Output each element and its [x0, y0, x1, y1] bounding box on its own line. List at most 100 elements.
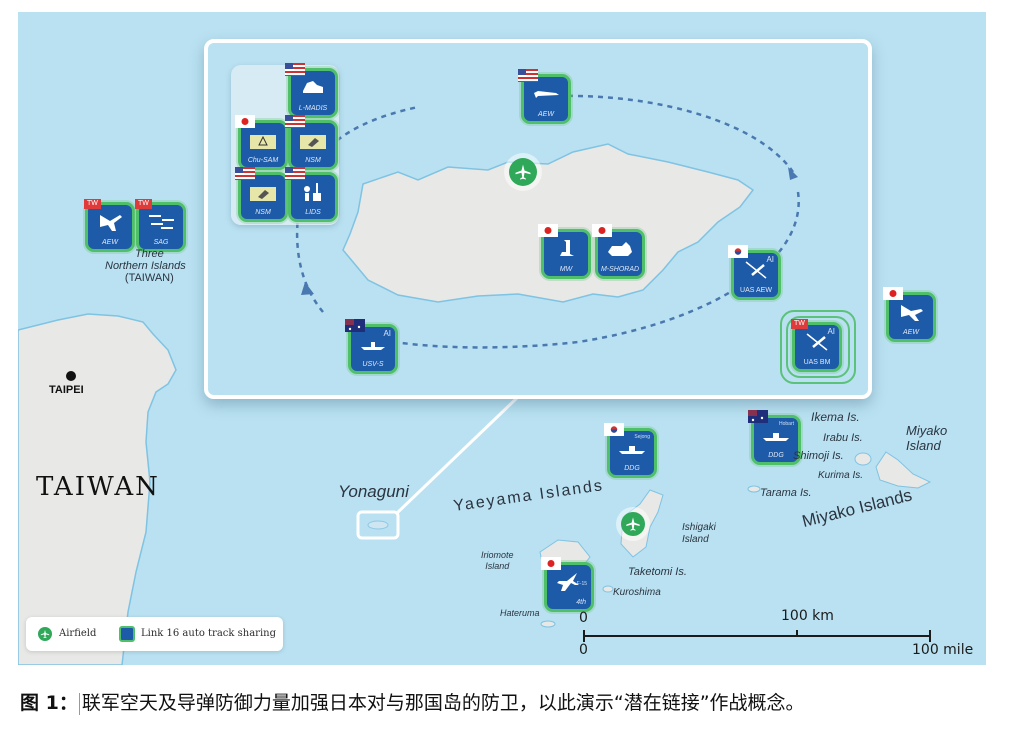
- taiwan-tag: TW: [135, 199, 152, 209]
- airfield-ishigaki[interactable]: [621, 512, 645, 536]
- unit-label: NSM: [305, 157, 321, 164]
- yonaguni-label: Yonaguni: [338, 482, 409, 501]
- map-legend: Airfield Link 16 auto track sharing: [26, 617, 283, 651]
- miyako-island-label: Miyako Island: [906, 423, 947, 453]
- irabu-label: Irabu Is.: [823, 432, 863, 444]
- taiwan-tag: TW: [84, 199, 101, 209]
- unit-label: LIDS: [305, 209, 321, 216]
- counter-drone-icon: [304, 183, 321, 201]
- unit-sag-tw[interactable]: TW SAG: [135, 199, 186, 252]
- unit-label: UAS AEW: [740, 287, 772, 294]
- unit-chu-sam[interactable]: Chu-SAM: [235, 115, 288, 170]
- hateruma-label: Hateruma: [500, 608, 540, 618]
- unit-ddg-au[interactable]: Hobart DDG: [748, 410, 801, 465]
- link16-legend-icon: [119, 626, 135, 642]
- missile-launcher-icon: [250, 187, 276, 201]
- label-line: Island: [906, 438, 941, 453]
- unit-label: MW: [559, 266, 573, 273]
- route-arrow-east: [788, 167, 798, 180]
- label-line: (TAIWAN): [124, 272, 174, 284]
- taipei-marker: [66, 371, 76, 381]
- taiwan-label: TAIWAN: [36, 472, 160, 502]
- korea-flag-icon: [604, 423, 624, 436]
- yonaguni-locator-box: [356, 510, 400, 540]
- airplane-icon: [626, 517, 640, 531]
- legend-link16-label: Link 16 auto track sharing: [141, 628, 276, 639]
- unit-label: Chu-SAM: [247, 157, 279, 164]
- us-flag-icon: [285, 115, 305, 128]
- route-arrow-west: [301, 282, 314, 295]
- map-base: [18, 94, 932, 665]
- unit-uas-aew[interactable]: AI UAS AEW: [728, 245, 781, 300]
- japan-flag-icon: [538, 224, 558, 237]
- unit-aew-us[interactable]: AEW: [518, 69, 571, 124]
- unit-lids[interactable]: LIDS: [285, 167, 338, 222]
- us-flag-icon: [518, 69, 538, 82]
- us-flag-icon: [285, 63, 305, 76]
- unit-label: SAG: [153, 239, 169, 246]
- destroyer-icon: [763, 433, 789, 441]
- taiwan-tag: TW: [791, 319, 808, 329]
- iriomote-label: Iriomote Island: [481, 550, 514, 572]
- unit-uas-bm[interactable]: TW AI UAS BM: [791, 319, 842, 372]
- signal-ring-inner: [786, 316, 850, 378]
- unit-label: 4th: [576, 599, 586, 606]
- unit-usv-s[interactable]: AI USV-S: [345, 319, 398, 374]
- tarama-island: [747, 485, 761, 493]
- label-line: Island: [485, 561, 510, 571]
- scale-km-zero: 0: [579, 610, 588, 626]
- unit-aew-jp[interactable]: AEW: [883, 287, 936, 342]
- airfield-yonaguni[interactable]: [509, 158, 537, 186]
- australia-flag-icon: [748, 410, 768, 423]
- label-line: Miyako: [906, 423, 948, 438]
- microwave-weapon-icon: [560, 240, 574, 256]
- unit-aew-tw[interactable]: TW AEW: [84, 199, 135, 252]
- fighter-jet-icon: [557, 573, 579, 591]
- destroyer-icon: [619, 446, 645, 454]
- unit-label: AEW: [538, 111, 554, 118]
- taiwan-landmass: [18, 313, 177, 665]
- label-line: Ishigaki: [682, 522, 716, 533]
- kuroshima-island: [602, 585, 614, 593]
- ai-badge: AI: [766, 255, 774, 264]
- unit-label: M-SHORAD: [600, 266, 640, 273]
- legend-airfield-label: Airfield: [59, 628, 97, 639]
- scale-mile-label: 100 mile: [912, 642, 974, 658]
- three-northern-islands-label: Three Northern Islands (TAIWAN): [105, 248, 186, 284]
- unit-label: UAS BM: [803, 359, 831, 366]
- japan-flag-icon: [883, 287, 903, 300]
- shimoji-label: Shimoji Is.: [793, 450, 844, 462]
- yonaguni-island-small: [367, 520, 389, 530]
- ikema-label: Ikema Is.: [811, 410, 860, 424]
- ishigaki-label: Ishigaki Island: [682, 522, 716, 546]
- surface-action-group-icon: [149, 215, 174, 229]
- unit-nsm-1[interactable]: NSM: [285, 115, 338, 170]
- unit-nsm-2[interactable]: NSM: [235, 167, 288, 222]
- unit-l-madis[interactable]: L-MADIS: [285, 63, 338, 118]
- label-line: Island: [682, 534, 709, 545]
- ship-name: Hobart: [778, 421, 794, 427]
- aircraft-icon: [901, 305, 923, 321]
- kurima-label: Kurima Is.: [818, 470, 864, 481]
- drone-icon: [745, 261, 767, 279]
- unit-mw[interactable]: MW: [538, 224, 591, 279]
- text-cursor: [78, 692, 80, 715]
- unit-label: AEW: [903, 329, 919, 336]
- australia-flag-icon: [345, 319, 365, 332]
- armored-vehicle-icon: [608, 242, 632, 256]
- taketomi-label: Taketomi Is.: [628, 566, 687, 578]
- unit-ddg-kr[interactable]: Sejong DDG: [604, 423, 657, 478]
- unit-f15[interactable]: F-15 4th: [541, 557, 594, 612]
- caption-text: 联军空天及导弹防御力量加强日本对与那国岛的防卫，以此演示“潜在链接”作战概念。: [81, 692, 805, 714]
- unit-m-shorad[interactable]: M-SHORAD: [592, 224, 645, 279]
- unit-label: AEW: [102, 239, 118, 246]
- scale-km-label: 100 km: [781, 608, 834, 624]
- aircraft-icon: [100, 215, 122, 231]
- drone-icon: [806, 333, 828, 351]
- airfield-legend-icon: [38, 627, 52, 641]
- map-canvas: L-MADIS Chu-SAM NSM NSM LIDS AEW MW M-SH…: [18, 12, 986, 665]
- taipei-label: TAIPEI: [49, 384, 84, 396]
- japan-flag-icon: [541, 557, 561, 570]
- yonaguni-inset-frame: [204, 39, 872, 399]
- kuroshima-label: Kuroshima: [613, 587, 661, 598]
